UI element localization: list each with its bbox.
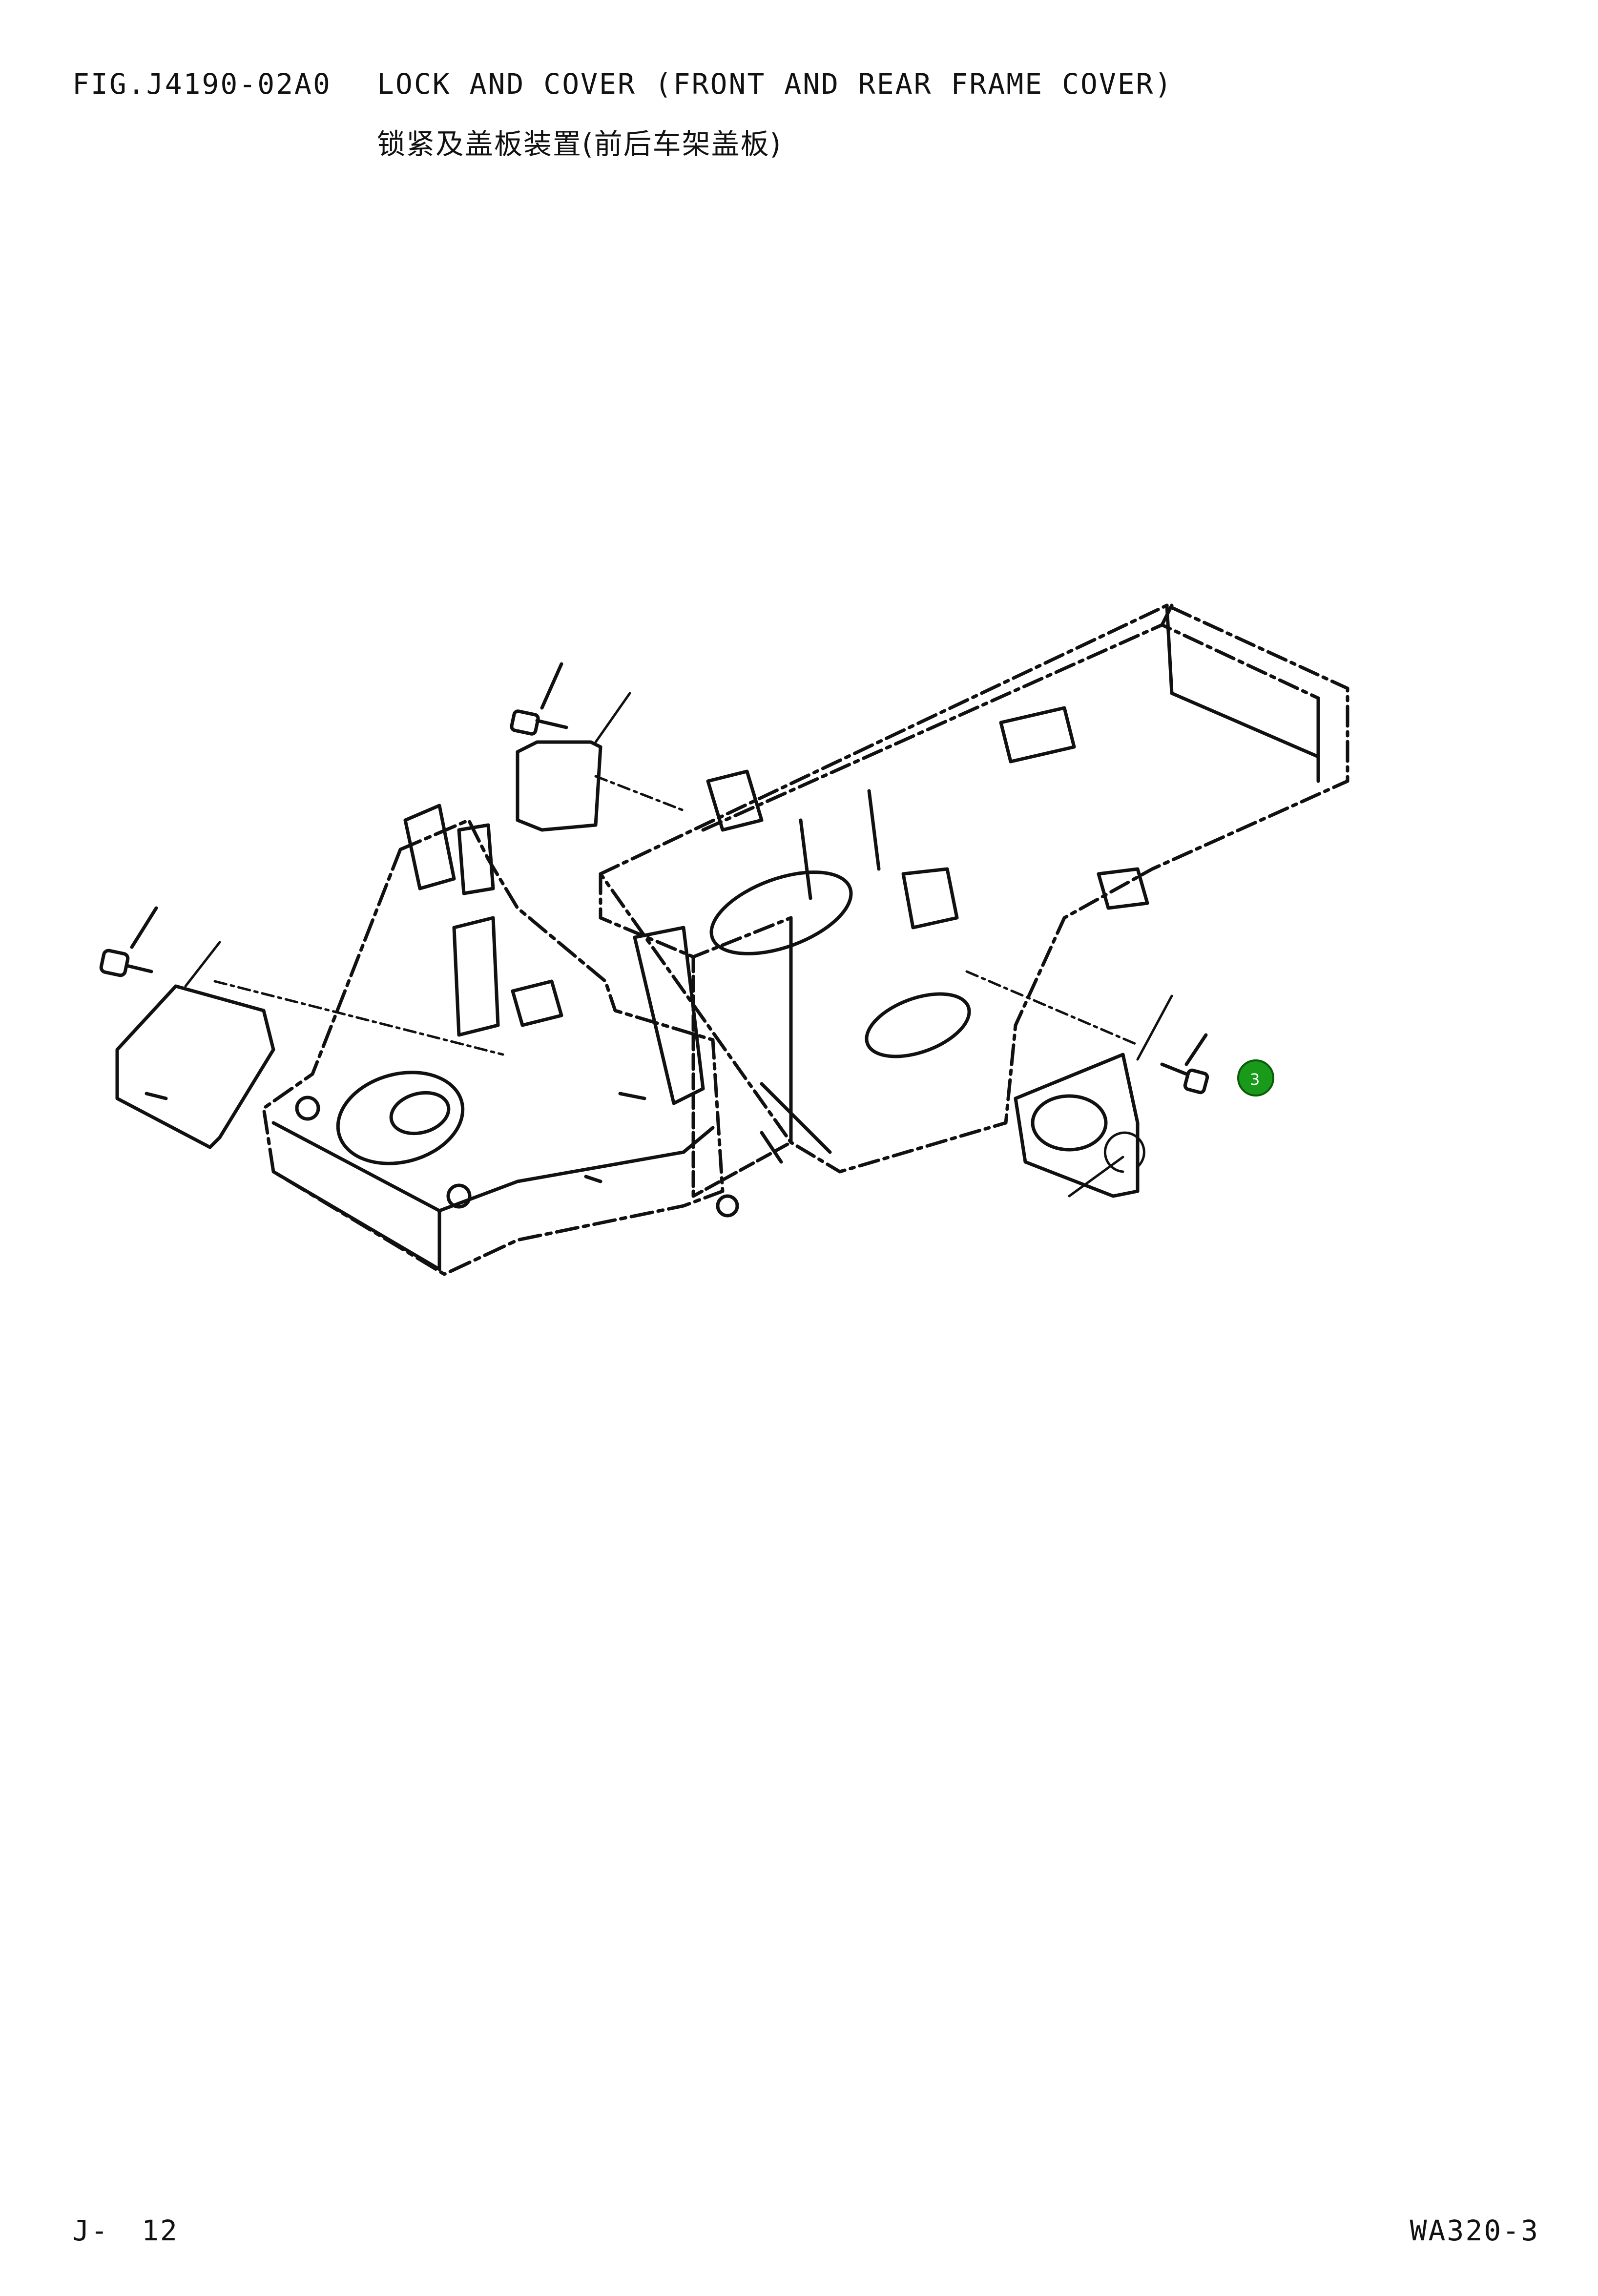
machine-model: WA320-3: [1410, 2214, 1539, 2247]
front-frame: [262, 804, 739, 1276]
callout-badge: [1237, 1059, 1274, 1096]
page-number: 12: [142, 2214, 179, 2247]
bolt-icon: [1160, 1033, 1209, 1095]
figure-id: FIG.J4190-02A0: [72, 67, 332, 101]
page-prefix: J-: [72, 2214, 109, 2247]
rear-cover-plate: [1014, 1053, 1140, 1198]
callout-3[interactable]: 3: [1237, 1059, 1274, 1096]
front-cover-plate: [115, 984, 275, 1149]
bolt-icon: [99, 906, 158, 977]
bolt-icon: [510, 662, 568, 736]
leader-lines: [184, 692, 1173, 1198]
figure-title-english: LOCK AND COVER (FRONT AND REAR FRAME COV…: [377, 67, 1173, 101]
upper-cover-plate: [516, 740, 602, 832]
figure-title-chinese: 锁紧及盖板装置(前后车架盖板): [377, 127, 782, 161]
assembly-lines: [213, 775, 1139, 1056]
callout-label: 3: [1250, 1070, 1260, 1089]
rear-frame: [599, 603, 1349, 1198]
